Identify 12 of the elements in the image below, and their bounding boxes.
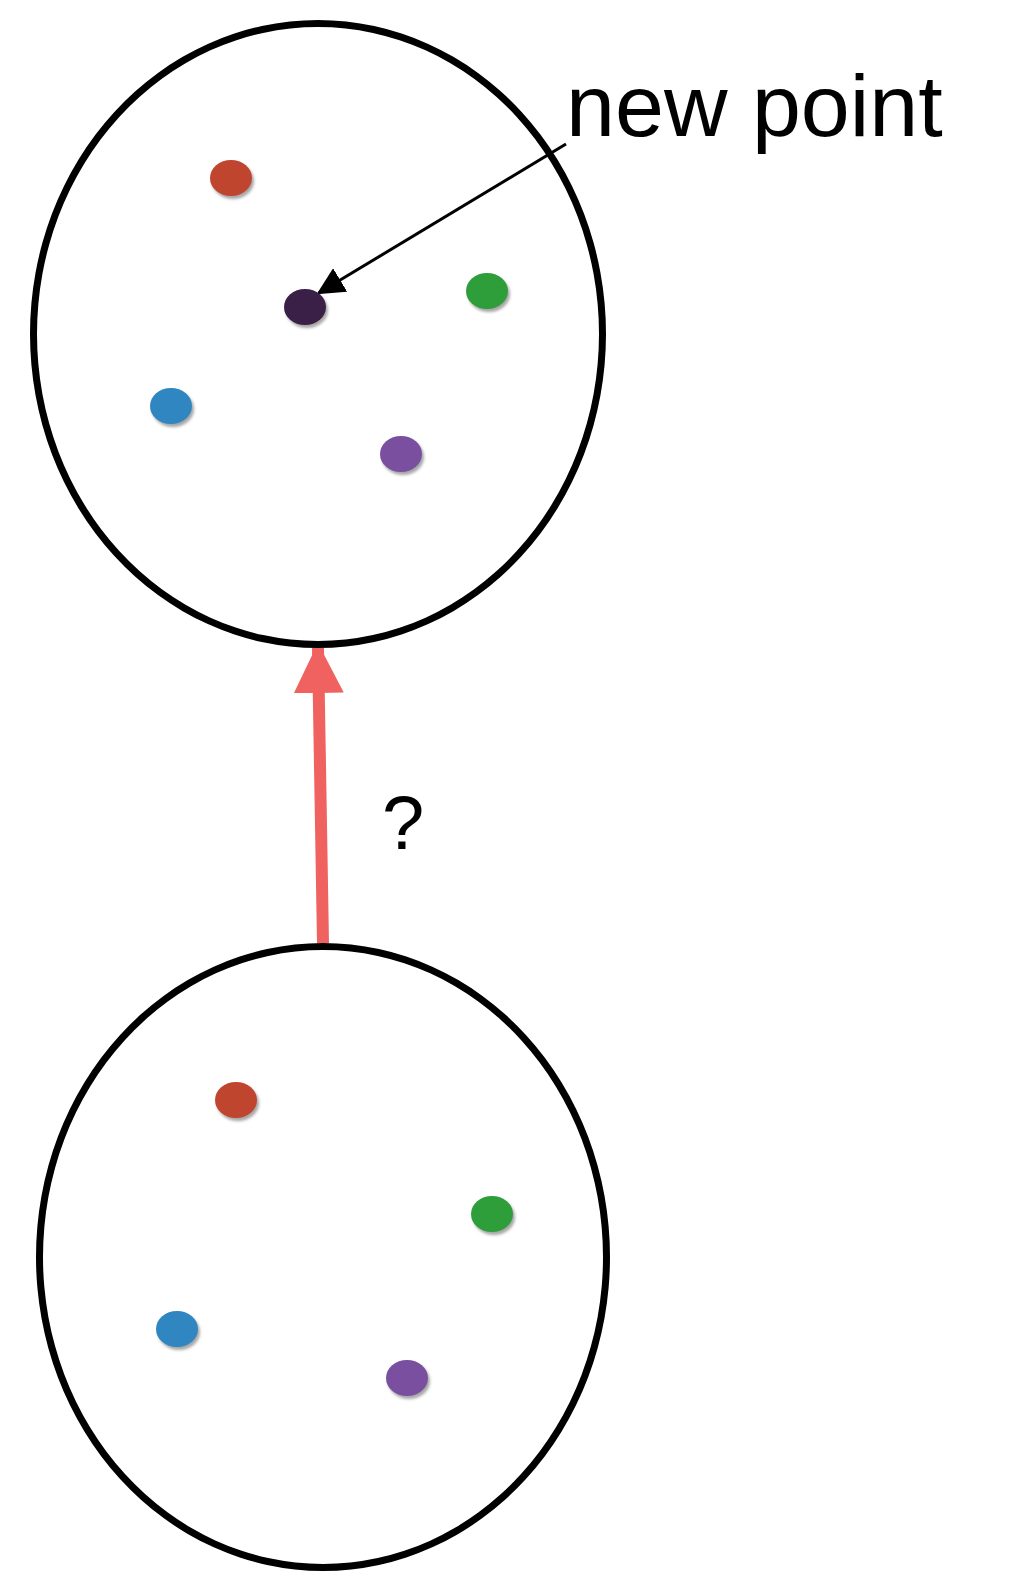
data-point [215, 1082, 257, 1118]
data-point [150, 388, 192, 424]
annotation-text: new point [566, 62, 986, 162]
data-point [210, 160, 252, 196]
data-point [156, 1311, 198, 1347]
set-circle [36, 943, 610, 1571]
data-point [471, 1196, 513, 1232]
data-point [466, 273, 508, 309]
leader-line [316, 142, 567, 295]
data-point [386, 1360, 428, 1396]
data-point [380, 436, 422, 472]
data-point [284, 289, 326, 325]
